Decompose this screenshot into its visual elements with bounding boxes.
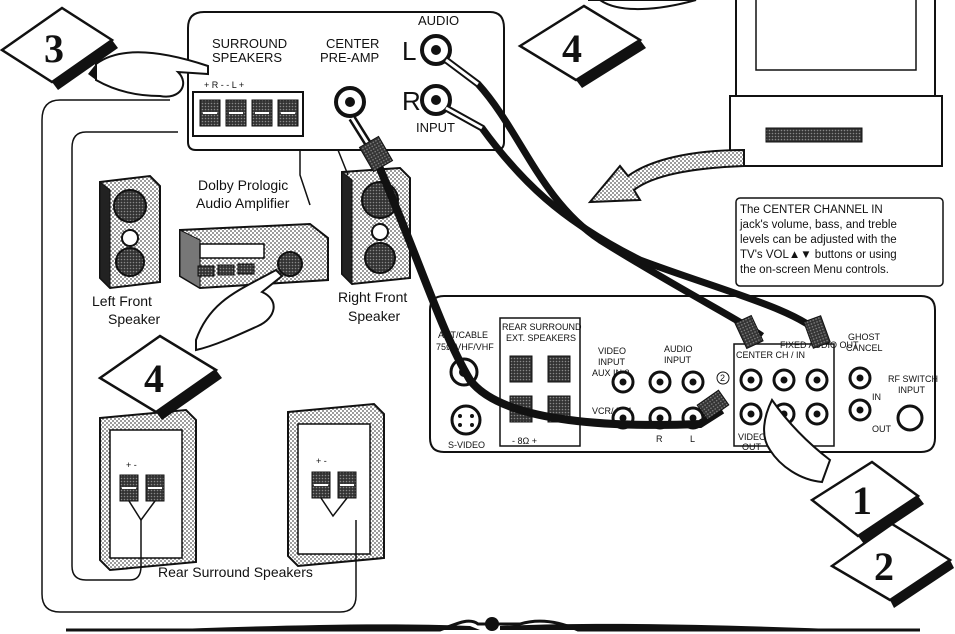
tv-l-label: L [690,434,695,444]
svideo-label: S-VIDEO [448,440,485,450]
audio-input-label-2: INPUT [664,355,692,365]
tv-r-label: R [656,434,663,444]
step-2-number: 2 [874,544,894,589]
note-line-3: levels can be adjusted with the [740,234,897,246]
video-input-label-2: INPUT [598,357,626,367]
amplifier-name: Dolby Prologic [198,177,288,193]
audio-label: AUDIO [418,13,459,28]
bottom-rule [66,617,920,631]
left-letter: L [402,36,416,66]
rf-switch-jack [898,406,922,430]
input-label: INPUT [416,120,455,135]
marker-2: 2 [720,373,725,383]
step-1-number: 1 [852,478,872,523]
right-front-label-2: Speaker [348,308,400,324]
surround-speakers-label: SURROUND [212,36,287,51]
center-ch-in-label: CENTER CH / IN [736,350,805,360]
step-3-number: 3 [44,26,64,71]
center-preamp-label: CENTER [326,36,379,51]
surround-speakers-label-2: SPEAKERS [212,50,282,65]
note-line-5: the on-screen Menu controls. [740,264,889,276]
amp-back-panel: SURROUND SPEAKERS + R - - L + CENTER PRE… [188,12,504,150]
right-front-label: Right Front [338,289,407,305]
amplifier-volume-knob [278,252,302,276]
note-line-2: jack's volume, bass, and treble [739,219,897,231]
ghost-cancel-label-2: CANCEL [846,343,883,353]
ant-cable-label-2: 75Ω VHF/VHF [436,342,494,352]
video-out-label: VIDEO [738,432,766,442]
ghost-out-label: OUT [872,424,892,434]
svideo-jack [452,406,480,434]
ghost-cancel-label: GHOST [848,332,881,342]
audio-amplifier [180,224,328,288]
audio-input-label: AUDIO [664,344,693,354]
note-line-4: TV's VOL▲▼ buttons or using [740,249,897,261]
rear-surround-label: Rear Surround Speakers [158,564,313,580]
step-2-marker: 2 [832,524,954,608]
rf-switch-label-2: INPUT [898,385,926,395]
tv-set [730,0,942,166]
rf-switch-label: RF SWITCH [888,374,938,384]
tv-jack-panel: ANT/CABLE 75Ω VHF/VHF S-VIDEO REAR SURRO… [430,296,938,452]
rear-speaker-right: + - [288,404,384,566]
step-4-top-number: 4 [562,26,582,71]
amplifier-name-2: Audio Amplifier [196,195,290,211]
step-4-top-marker: 4 [520,0,696,88]
ohm-label: - 8Ω + [512,436,537,446]
left-front-label-2: Speaker [108,311,160,327]
left-front-label: Left Front [92,293,152,309]
step-4-amp-number: 4 [144,356,164,401]
note-line-1: The CENTER CHANNEL IN [740,204,883,216]
video-out-label-2: OUT [742,442,762,452]
rear-surround-ext-label-2: EXT. SPEAKERS [506,333,576,343]
rear-surround-ext-label: REAR SURROUND [502,322,582,332]
video-input-label: VIDEO [598,346,626,356]
tv-rear-jack-strip [766,128,862,142]
terminal-polarity-label: + R - - L + [204,80,244,90]
right-letter: R [402,86,421,116]
rear-left-terminal-polarity: + - [126,460,137,470]
ghost-in-label: IN [872,392,881,402]
step-3-marker: 3 [2,8,208,97]
left-front-speaker [100,176,160,288]
rear-speaker-left: + - [100,410,196,570]
note-box: The CENTER CHANNEL IN jack's volume, bas… [736,198,943,286]
zoom-arrow [590,150,744,202]
center-preamp-label-2: PRE-AMP [320,50,379,65]
rear-right-terminal-polarity: + - [316,456,327,466]
